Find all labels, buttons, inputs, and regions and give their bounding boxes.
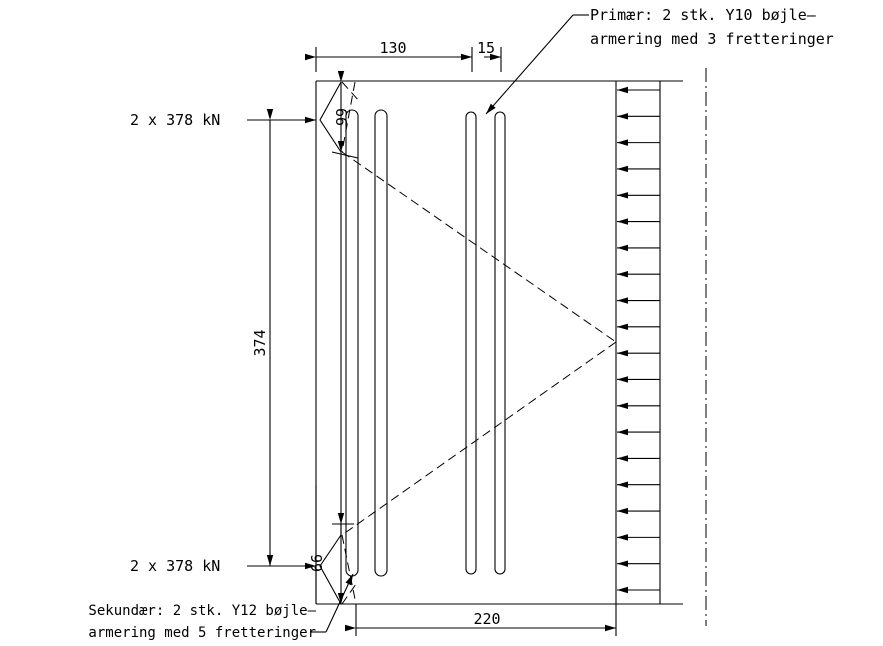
strut-lines [341,81,617,605]
corner-dimension-top: 66 [332,71,350,152]
primary-bar-right [494,111,506,575]
corner-triangles [319,81,359,605]
secondary-annotation-line2: armering med 5 fretteringer [88,625,316,641]
top-width-dimension: 130 15 [305,39,502,72]
bottom-width-dimension: 220 [345,604,617,636]
point-load-bottom: 2 x 378 kN [130,557,316,575]
height-dimension: 374 [251,109,274,566]
top-gap-label: 15 [477,39,495,57]
primary-annotation-line2: armering med 3 fretteringer [590,30,834,48]
point-load-top-label: 2 x 378 kN [130,111,220,129]
point-load-bottom-label: 2 x 378 kN [130,557,220,575]
bottom-width-label: 220 [473,610,500,628]
corner-dimension-top-label: 66 [332,108,350,126]
primary-annotation-line1: Primær: 2 stk. Y10 bøjle– [590,6,817,24]
secondary-bar-left [345,109,359,577]
primary-bar-left [465,111,477,575]
corner-dimension-bottom-label: 66 [308,554,326,572]
top-width-label: 130 [379,39,406,57]
concrete-block [315,80,683,605]
primary-annotation: Primær: 2 stk. Y10 bøjle– armering med 3… [485,6,834,115]
secondary-annotation: Sekundær: 2 stk. Y12 bøjle– armering med… [88,573,354,641]
corner-dimension-bottom: 66 [308,513,345,604]
secondary-bar-right [374,109,388,577]
reinforcement-bars [345,109,506,577]
height-label: 374 [251,329,269,356]
distributed-load [617,86,660,594]
point-load-top: 2 x 378 kN [130,111,316,129]
secondary-annotation-line1: Sekundær: 2 stk. Y12 bøjle– [88,603,316,619]
